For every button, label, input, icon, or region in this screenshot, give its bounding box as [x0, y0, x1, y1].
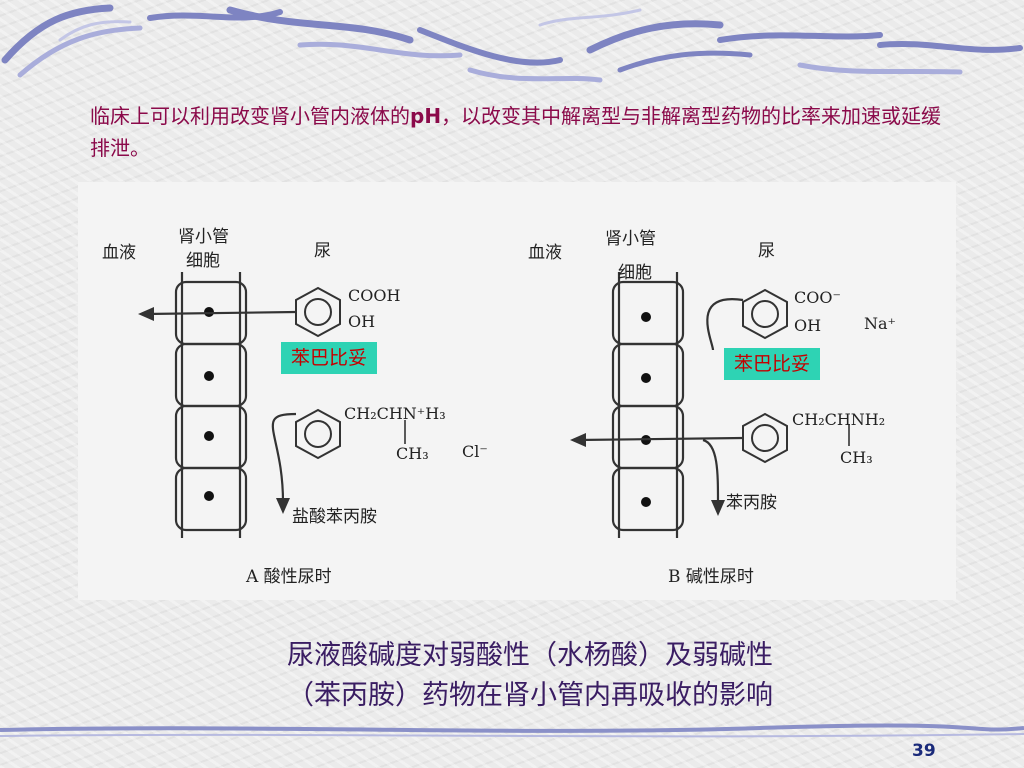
reabsorption-diagram: 血液 肾小管 细胞 尿 COOH OH 苯巴比妥 CH₂CHN⁺H₃ CH₃ C… — [78, 182, 956, 600]
caption-part2: ，以改变其中解离型与非解离型药物的比率来加速或延缓排泄。 — [90, 104, 942, 160]
panel-a-cooh: COOH — [348, 286, 401, 305]
page-number: 39 — [912, 741, 936, 761]
panel-b-tubule-label-1: 肾小管 — [605, 229, 656, 249]
caption-ph: pH — [410, 104, 442, 128]
subtitle-line-1: 尿液酸碱度对弱酸性（水杨酸）及弱碱性 — [287, 640, 773, 671]
panel-a-blood-label: 血液 — [102, 243, 136, 263]
panel-a-tubule-label-1: 肾小管 — [178, 227, 229, 247]
panel-a-product-label: 盐酸苯丙胺 — [292, 507, 377, 527]
panel-a-oh: OH — [348, 312, 376, 331]
panel-b-amine-formula: CH₂CHNH₂ — [792, 410, 886, 429]
panel-a-chloride: Cl⁻ — [462, 442, 488, 461]
panel-a-methyl: CH₃ — [396, 444, 429, 463]
slide-subtitle: 尿液酸碱度对弱酸性（水杨酸）及弱碱性 （苯丙胺）药物在肾小管内再吸收的影响 — [150, 636, 910, 716]
panel-a-amine-formula: CH₂CHN⁺H₃ — [344, 404, 446, 423]
caption-text: 临床上可以利用改变肾小管内液体的pH，以改变其中解离型与非解离型药物的比率来加速… — [90, 100, 950, 164]
panel-b-methyl: CH₃ — [840, 448, 873, 467]
caption-part1: 临床上可以利用改变肾小管内液体的 — [90, 104, 410, 128]
panel-b-drug-tag: 苯巴比妥 — [724, 348, 821, 380]
tubule-cell — [174, 466, 248, 532]
panel-a-drug-tag: 苯巴比妥 — [281, 342, 378, 374]
panel-b-caption: B 碱性尿时 — [668, 567, 754, 587]
tubule-cell — [611, 466, 685, 532]
diagram-drawing — [138, 272, 850, 538]
panel-b-sodium: Na⁺ — [864, 314, 896, 333]
decorative-bottom-rule — [0, 723, 1024, 738]
panel-a-tubule-label-2: 细胞 — [186, 251, 220, 271]
subtitle-line-2: （苯丙胺）药物在肾小管内再吸收的影响 — [287, 680, 773, 711]
panel-a-urine-label: 尿 — [314, 241, 331, 261]
decorative-wave-banner — [1, 4, 1023, 83]
panel-b-urine-label: 尿 — [758, 241, 775, 261]
panel-b-blood-label: 血液 — [528, 243, 562, 263]
panel-b-oh: OH — [794, 316, 822, 335]
panel-b-coo: COO⁻ — [794, 288, 841, 307]
panel-b-tubule-label-2: 细胞 — [618, 263, 652, 283]
panel-b-product-label: 苯丙胺 — [726, 493, 777, 513]
panel-a-caption: A 酸性尿时 — [246, 567, 332, 587]
